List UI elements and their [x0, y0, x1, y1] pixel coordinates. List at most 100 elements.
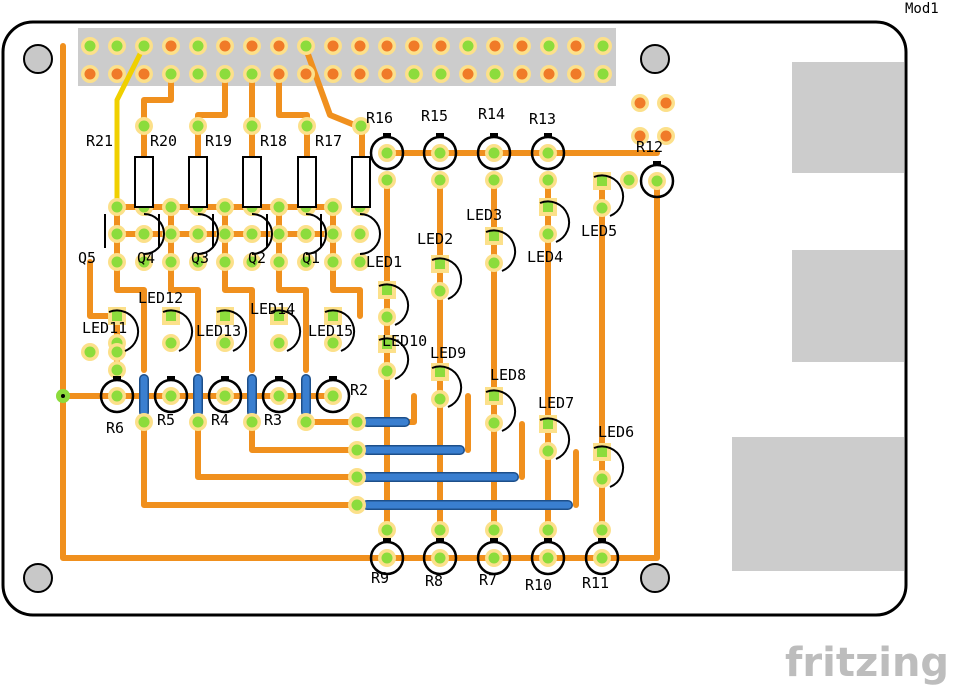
resistor-mark — [113, 376, 121, 381]
pad — [273, 201, 285, 213]
pad — [354, 228, 366, 240]
copper-trace — [141, 419, 360, 508]
label-LED4: LED4 — [527, 248, 563, 266]
usb-port-top — [792, 62, 904, 173]
fritzing-logo: fritzing — [785, 640, 949, 686]
pad — [488, 257, 500, 269]
label-LED6: LED6 — [598, 423, 634, 441]
pad — [165, 228, 177, 240]
pad — [165, 390, 177, 402]
pad — [488, 524, 500, 536]
copper-trace — [330, 259, 363, 319]
label-LED1: LED1 — [366, 253, 402, 271]
pad — [111, 40, 123, 52]
pad — [597, 40, 609, 52]
pad — [300, 228, 312, 240]
label-R19: R19 — [205, 132, 232, 150]
pad — [111, 390, 123, 402]
pad — [542, 174, 554, 186]
pad — [165, 201, 177, 213]
pad — [543, 40, 555, 52]
resistor-body — [188, 156, 208, 208]
pad — [351, 416, 363, 428]
resistor-mark — [490, 538, 498, 543]
pad — [570, 68, 582, 80]
pad — [488, 147, 500, 159]
pad — [111, 364, 123, 376]
pad — [327, 337, 339, 349]
pad — [165, 337, 177, 349]
pad — [351, 471, 363, 483]
pad — [246, 68, 258, 80]
label-R4: R4 — [211, 411, 229, 429]
pad — [435, 259, 445, 269]
pad — [246, 228, 258, 240]
pad — [596, 473, 608, 485]
pad — [488, 417, 500, 429]
label-LED15: LED15 — [308, 322, 353, 340]
led-outline — [485, 229, 517, 272]
pad — [516, 68, 528, 80]
label-R21: R21 — [86, 132, 113, 150]
resistor-mark — [383, 133, 391, 138]
copper-trace — [276, 259, 309, 319]
pad — [220, 311, 230, 321]
pad — [327, 390, 339, 402]
label-Q5: Q5 — [78, 249, 96, 267]
label-R5: R5 — [157, 411, 175, 429]
pad — [246, 120, 258, 132]
pads-layer — [56, 37, 675, 567]
pad — [381, 552, 393, 564]
transistor-arc — [143, 213, 165, 255]
pad — [192, 256, 204, 268]
copper-trace — [222, 259, 255, 319]
gpio-header — [78, 28, 616, 86]
pad — [489, 231, 499, 241]
pad — [381, 174, 393, 186]
pad — [219, 40, 231, 52]
resistor-body — [242, 156, 262, 208]
pad — [381, 524, 393, 536]
pad — [381, 147, 393, 159]
pad — [111, 256, 123, 268]
pad — [301, 120, 313, 132]
pad — [192, 228, 204, 240]
module-label: Mod1 — [905, 1, 939, 17]
label-LED10: LED10 — [382, 332, 427, 350]
label-R18: R18 — [260, 132, 287, 150]
resistor-body — [134, 156, 154, 208]
led-outline — [270, 309, 302, 352]
pad — [543, 202, 553, 212]
pad — [351, 499, 363, 511]
pad — [112, 311, 122, 321]
pad — [246, 256, 258, 268]
pad — [84, 68, 96, 80]
label-R3: R3 — [264, 411, 282, 429]
label-LED11: LED11 — [82, 319, 127, 337]
transistor-arc — [359, 213, 381, 255]
pad — [381, 40, 393, 52]
pad — [408, 40, 420, 52]
pad — [660, 97, 672, 109]
pad — [381, 311, 393, 323]
pad — [489, 391, 499, 401]
ethernet-port — [732, 437, 904, 571]
resistor-mark — [490, 133, 498, 138]
pad — [166, 311, 176, 321]
pad — [327, 228, 339, 240]
pad — [381, 68, 393, 80]
resistor-mark — [221, 376, 229, 381]
resistor-body — [351, 156, 371, 208]
pad — [192, 120, 204, 132]
transistor-arc — [305, 213, 327, 255]
pad — [623, 174, 635, 186]
pad — [138, 228, 150, 240]
label-LED2: LED2 — [417, 230, 453, 248]
pad — [597, 68, 609, 80]
pad — [382, 339, 392, 349]
led-outline — [431, 257, 463, 300]
label-LED3: LED3 — [466, 206, 502, 224]
led-outline — [216, 309, 248, 352]
pad — [327, 40, 339, 52]
